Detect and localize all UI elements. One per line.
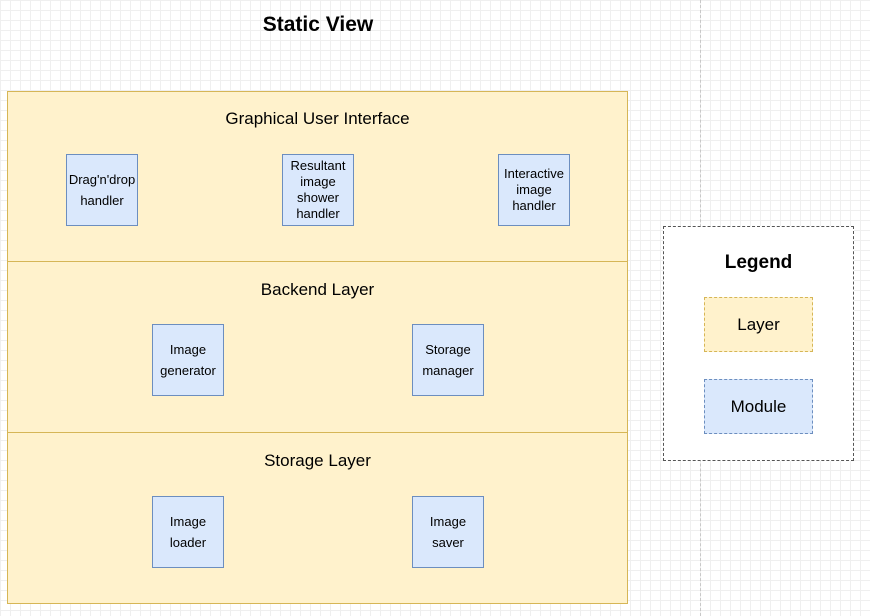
- layer-title: Storage Layer: [264, 451, 371, 470]
- legend: Legend Layer Module: [663, 226, 854, 461]
- module-image-saver[interactable]: Image saver: [412, 496, 484, 568]
- legend-module-label: Module: [730, 396, 787, 416]
- module-interactive-image-handler[interactable]: Interactive image handler: [498, 154, 570, 226]
- layer-title: Graphical User Interface: [225, 109, 410, 128]
- layer-graphical-user-interface[interactable]: Graphical User Interface Drag'n'drop han…: [7, 91, 628, 262]
- layer-storage[interactable]: Storage Layer Image loader Image saver: [7, 432, 628, 604]
- module-dragndrop-handler[interactable]: Drag'n'drop handler: [66, 154, 138, 226]
- diagram-title: Static View: [262, 13, 374, 36]
- module-storage-manager[interactable]: Storage manager: [412, 324, 484, 396]
- layer-backend[interactable]: Backend Layer Image generator Storage ma…: [7, 261, 628, 433]
- legend-layer-label: Layer: [737, 314, 780, 334]
- module-resultant-image-shower-handler[interactable]: Resultant image shower handler: [282, 154, 354, 226]
- legend-title: Legend: [724, 252, 793, 273]
- legend-module-swatch: Module: [704, 379, 813, 434]
- legend-layer-swatch: Layer: [704, 297, 813, 352]
- module-image-loader[interactable]: Image loader: [152, 496, 224, 568]
- module-image-generator[interactable]: Image generator: [152, 324, 224, 396]
- layer-title: Backend Layer: [260, 280, 375, 299]
